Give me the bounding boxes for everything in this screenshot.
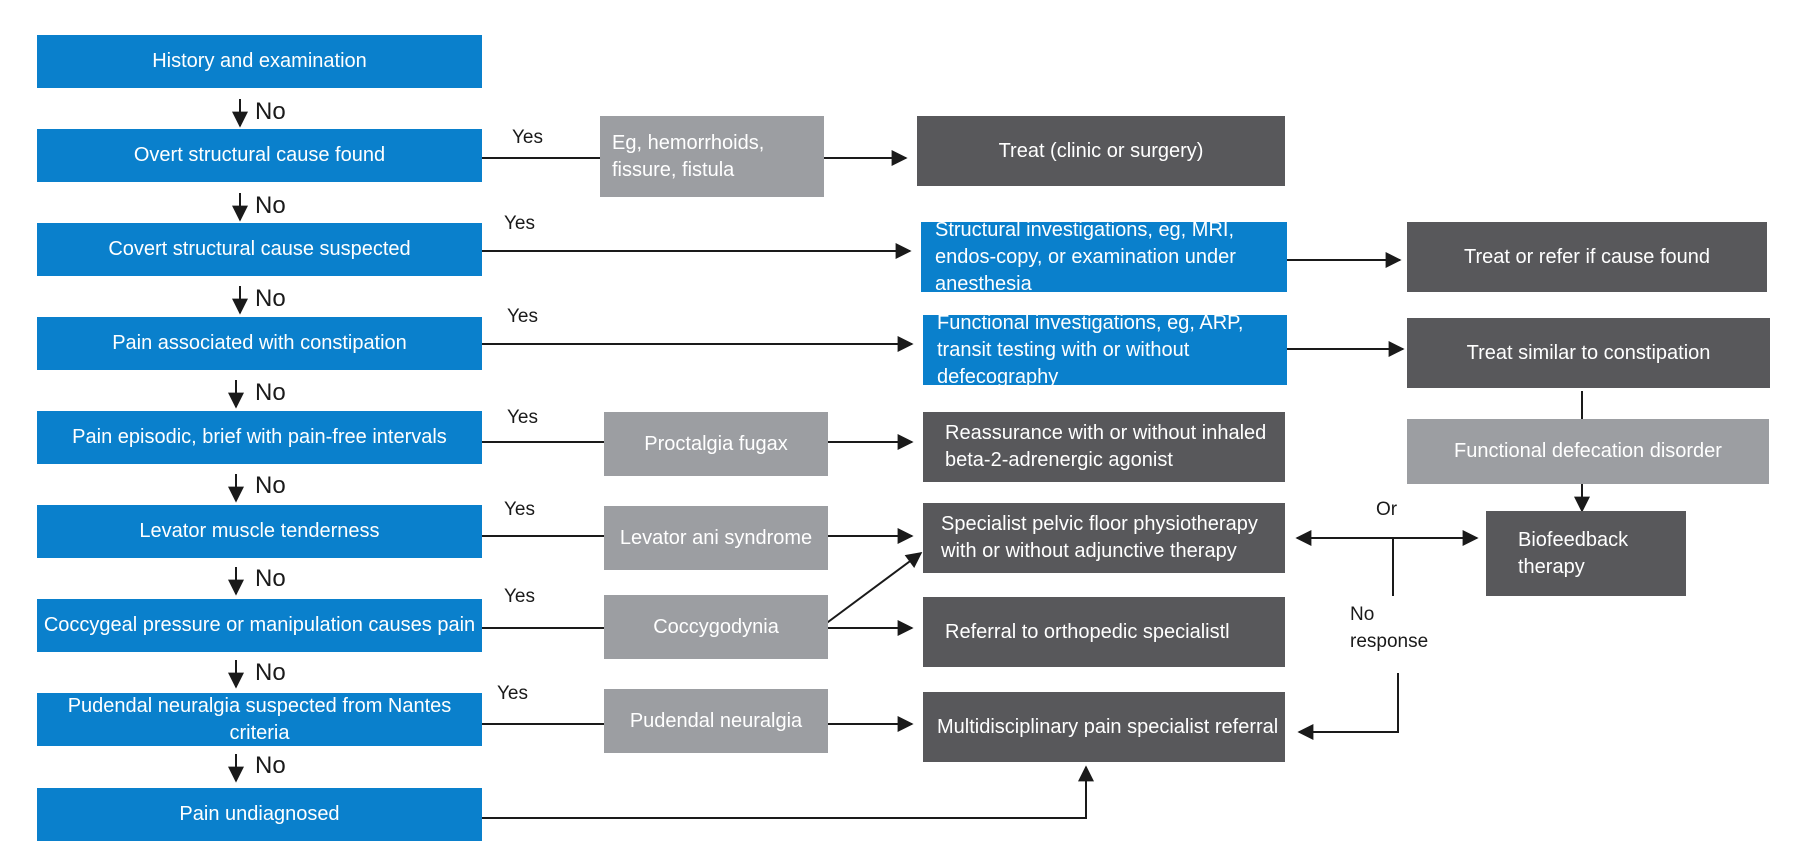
label-or: Or [1376, 499, 1398, 520]
action-biofeedback-therapy: Biofeedback therapy [1486, 511, 1686, 596]
diagnosis-proctalgia-fugax: Proctalgia fugax [604, 412, 828, 476]
action-treat-clinic-surgery: Treat (clinic or surgery) [917, 116, 1285, 186]
action-pelvic-floor-physiotherapy: Specialist pelvic floor physiotherapy wi… [923, 503, 1285, 573]
arrow-undiagnosed-multidisciplinary [482, 765, 1094, 819]
label-no: No [255, 379, 286, 406]
label-no: No [255, 192, 286, 219]
label-yes: Yes [512, 127, 543, 148]
action-multidisciplinary-referral: Multidisciplinary pain specialist referr… [923, 692, 1285, 762]
label-no: No [255, 659, 286, 686]
arrow-coccygodynia-physio [823, 552, 923, 626]
label-no: No [255, 752, 286, 779]
diagnosis-overt-examples: Eg, hemorrhoids, fissure, fistula [600, 116, 824, 197]
label-no: No [255, 98, 286, 125]
label-yes: Yes [504, 586, 535, 607]
label-no: No [255, 285, 286, 312]
step-levator-tenderness: Levator muscle tenderness [37, 505, 482, 558]
label-yes: Yes [504, 213, 535, 234]
label-yes: Yes [507, 407, 538, 428]
step-coccygeal-pressure: Coccygeal pressure or manipulation cause… [37, 599, 482, 652]
step-pain-episodic: Pain episodic, brief with pain-free inte… [37, 411, 482, 464]
label-yes: Yes [504, 499, 535, 520]
action-structural-investigations: Structural investigations, eg, MRI, endo… [921, 219, 1287, 295]
action-treat-similar-constipation: Treat similar to constipation [1407, 318, 1770, 388]
action-functional-investigations: Functional investigations, eg, ARP, tran… [923, 312, 1287, 388]
action-orthopedic-referral: Referral to orthopedic specialistl [923, 597, 1285, 667]
step-covert-structural: Covert structural cause suspected [37, 223, 482, 276]
step-pudendal-neuralgia: Pudendal neuralgia suspected from Nantes… [37, 693, 482, 746]
arrow-no-response-multidisciplinary [1297, 673, 1399, 740]
label-yes: Yes [507, 306, 538, 327]
label-yes: Yes [497, 683, 528, 704]
step-overt-structural: Overt structural cause found [37, 129, 482, 182]
action-reassurance: Reassurance with or without inhaled beta… [923, 412, 1285, 482]
diagnosis-functional-defecation: Functional defecation disorder [1407, 419, 1769, 484]
label-no: No [255, 565, 286, 592]
diagnosis-levator-ani: Levator ani syndrome [604, 506, 828, 570]
step-pain-constipation: Pain associated with constipation [37, 317, 482, 370]
step-pain-undiagnosed: Pain undiagnosed [37, 788, 482, 841]
diagnosis-pudendal-neuralgia: Pudendal neuralgia [604, 689, 828, 753]
action-treat-or-refer: Treat or refer if cause found [1407, 222, 1767, 292]
label-no: No [255, 472, 286, 499]
step-history-examination: History and examination [37, 35, 482, 88]
diagnosis-coccygodynia: Coccygodynia [604, 595, 828, 659]
label-no-response: No response [1350, 604, 1429, 652]
